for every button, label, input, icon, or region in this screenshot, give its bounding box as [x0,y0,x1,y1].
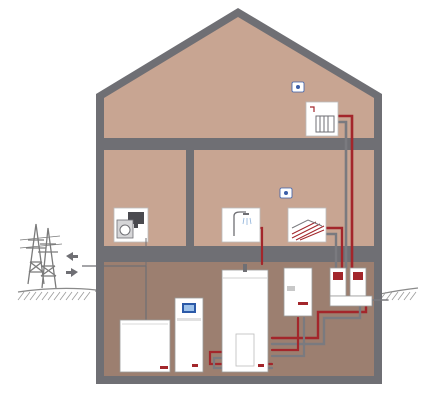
ground-hatch-stroke [23,291,31,301]
pipework [208,114,389,370]
hot-water-storage-tank [221,264,269,373]
ground-hatch-stroke [59,291,67,301]
system-controller [174,297,204,373]
floorheat-return-pipe [324,232,338,270]
heat-pump-indoor-module [283,267,313,317]
cellar-supply-pipe [270,304,368,340]
ground-hatch-stroke [385,291,393,301]
ground-hatch-stroke [47,291,55,301]
ground-hatch-stroke [65,291,73,301]
room-thermostat-icon [279,187,293,199]
heating-circuit-distribution [329,267,373,307]
underfloor-heating-icon [291,219,325,241]
radiator-return-pipe [336,120,348,270]
grid-import-arrow-icon [66,268,78,277]
radiator-icon [315,115,335,133]
ground-hatch-stroke [77,291,85,301]
floorheat-supply-pipe [324,226,344,270]
ground-hatch-stroke [29,291,37,301]
power-grid [19,223,147,320]
room-thermostat-icon [291,81,305,93]
module-return-pipe [270,316,306,358]
ground-hatch-stroke [409,291,417,301]
ground [17,287,419,301]
shower-icon [233,211,252,236]
ground-hatch-stroke [53,291,61,301]
ground-line-left [17,287,97,293]
ground-line-right [379,287,419,295]
ground-hatch-stroke [71,291,79,301]
outdoor-heat-pump-unit [119,319,171,373]
ground-hatch-stroke [41,291,49,301]
ground-hatch-stroke [391,291,399,301]
washing-machine-icon [116,219,134,239]
shower-panel [221,207,261,243]
cellar-return-pipe [270,304,362,346]
radiator-valve [310,106,315,112]
ground-hatch-stroke [83,291,91,301]
ground-hatch-stroke [35,291,43,301]
radiator-panel [305,101,339,137]
radiator-supply-pipe [336,114,354,270]
ground-hatch-stroke [17,291,25,301]
ground-hatch-stroke [403,291,411,301]
ground-hatch-stroke [397,291,405,301]
module-supply-pipe [270,316,300,352]
underfloor-heating-panel [287,207,327,243]
grid-export-arrow-icon [66,252,78,261]
electricity-pylon-icon [19,223,63,289]
household-appliances-panel [113,207,149,266]
